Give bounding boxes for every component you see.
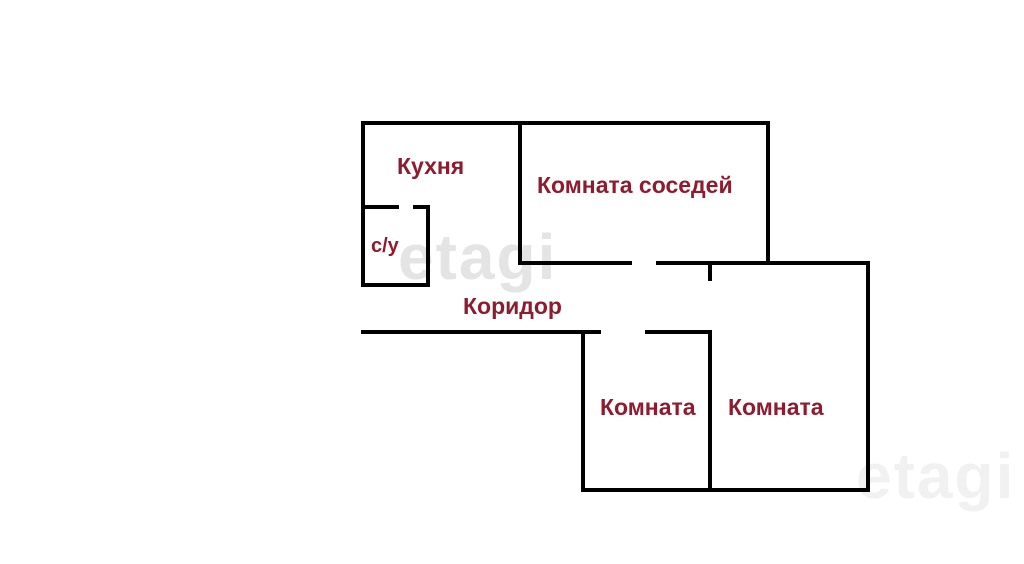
wall-bathroom-bottom bbox=[361, 283, 430, 287]
wall-bathroom-top-left bbox=[361, 205, 399, 209]
wall-rooms-divider bbox=[708, 330, 712, 492]
wall-corridor-bottom bbox=[361, 330, 601, 334]
wall-bathroom-right bbox=[426, 205, 430, 287]
wall-center-room-left bbox=[581, 330, 585, 492]
wall-top bbox=[361, 121, 770, 125]
room-label-bathroom: с/у bbox=[371, 235, 399, 257]
wall-center-room-top bbox=[645, 330, 712, 334]
wall-rooms-divider-stub bbox=[708, 261, 712, 281]
wall-right-room-right bbox=[866, 261, 870, 492]
watermark-logo: etagi bbox=[398, 221, 558, 293]
room-label-room-right: Комната bbox=[728, 394, 824, 420]
wall-bathroom-top-right bbox=[413, 205, 430, 209]
wall-neighbors-bottom-left bbox=[518, 261, 632, 265]
watermark-logo-corner: etagi bbox=[856, 440, 1016, 512]
wall-kitchen-divider bbox=[518, 121, 522, 265]
wall-left bbox=[361, 121, 365, 287]
room-label-kitchen: Кухня bbox=[397, 153, 465, 179]
room-label-room-center: Комната bbox=[600, 394, 696, 420]
wall-neighbors-bottom-right bbox=[656, 261, 870, 265]
room-label-corridor: Коридор bbox=[463, 293, 562, 319]
wall-neighbors-right bbox=[766, 121, 770, 265]
wall-bottom bbox=[581, 488, 870, 492]
room-label-neighbors-room: Комната соседей bbox=[537, 172, 733, 198]
